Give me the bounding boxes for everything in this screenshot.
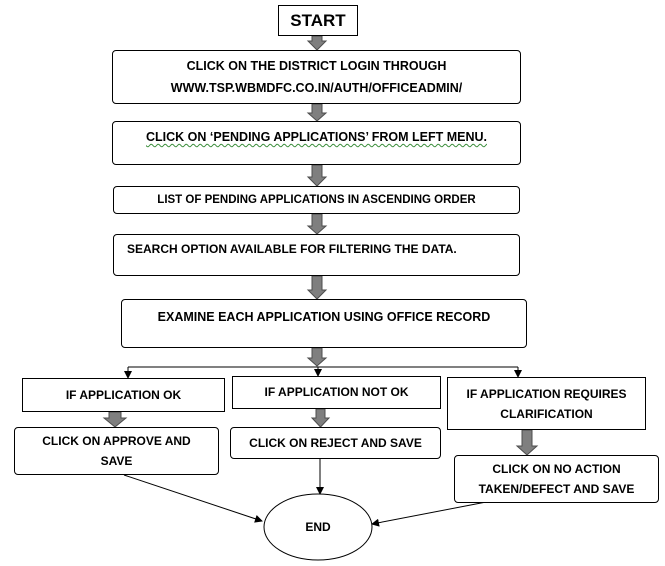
step-district-login-line2: WWW.TSP.WBMDFC.CO.IN/AUTH/OFFICEADMIN/ <box>170 81 463 95</box>
action-reject-save-label: CLICK ON REJECT AND SAVE <box>249 435 422 450</box>
action-approve-save: CLICK ON APPROVE AND SAVE <box>14 427 219 475</box>
block-arrow-right <box>515 429 539 456</box>
start-box: START <box>278 5 358 36</box>
action-no-action-defect-line2: TAKEN/DEFECT AND SAVE <box>478 482 635 496</box>
condition-application-not-ok-label: IF APPLICATION NOT OK <box>264 385 409 399</box>
block-arrow-6 <box>306 347 328 367</box>
action-no-action-defect-line1: CLICK ON NO ACTION <box>492 462 621 476</box>
end-label: END <box>305 520 331 534</box>
end-ellipse <box>263 493 373 561</box>
step-pending-applications-label: CLICK ON ‘PENDING APPLICATIONS’ FROM LEF… <box>146 130 487 144</box>
block-arrow-1 <box>306 35 328 51</box>
block-arrow-2 <box>306 103 328 122</box>
condition-application-not-ok: IF APPLICATION NOT OK <box>232 376 441 409</box>
step-list-pending-label: LIST OF PENDING APPLICATIONS IN ASCENDIN… <box>157 193 476 206</box>
action-approve-save-line2: SAVE <box>100 454 133 468</box>
condition-application-ok: IF APPLICATION OK <box>22 378 225 412</box>
step-district-login-line1: CLICK ON THE DISTRICT LOGIN THROUGH <box>186 59 447 73</box>
step-examine-application-label: EXAMINE EACH APPLICATION USING OFFICE RE… <box>157 310 491 324</box>
action-reject-save: CLICK ON REJECT AND SAVE <box>230 427 441 459</box>
action-no-action-defect: CLICK ON NO ACTION TAKEN/DEFECT AND SAVE <box>454 455 659 503</box>
block-arrow-middle <box>310 408 331 428</box>
condition-application-ok-label: IF APPLICATION OK <box>65 387 182 402</box>
step-pending-applications: CLICK ON ‘PENDING APPLICATIONS’ FROM LEF… <box>112 121 521 165</box>
step-search-option: SEARCH OPTION AVAILABLE FOR FILTERING TH… <box>113 234 520 276</box>
condition-requires-clarification-line2: CLARIFICATION <box>500 406 593 421</box>
step-examine-application: EXAMINE EACH APPLICATION USING OFFICE RE… <box>121 299 527 348</box>
action-approve-save-line1: CLICK ON APPROVE AND <box>42 434 191 448</box>
step-search-option-label: SEARCH OPTION AVAILABLE FOR FILTERING TH… <box>127 242 457 256</box>
block-arrow-5 <box>306 275 328 300</box>
arrow-approve-to-end <box>123 474 263 523</box>
condition-requires-clarification-line1: IF APPLICATION REQUIRES <box>466 386 627 401</box>
step-list-pending: LIST OF PENDING APPLICATIONS IN ASCENDIN… <box>113 186 520 214</box>
block-arrow-4 <box>306 213 328 235</box>
start-label: START <box>290 11 346 30</box>
block-arrow-left <box>102 411 128 428</box>
condition-requires-clarification: IF APPLICATION REQUIRES CLARIFICATION <box>447 377 646 430</box>
step-district-login: CLICK ON THE DISTRICT LOGIN THROUGH WWW.… <box>112 50 521 104</box>
block-arrow-3 <box>306 164 328 187</box>
